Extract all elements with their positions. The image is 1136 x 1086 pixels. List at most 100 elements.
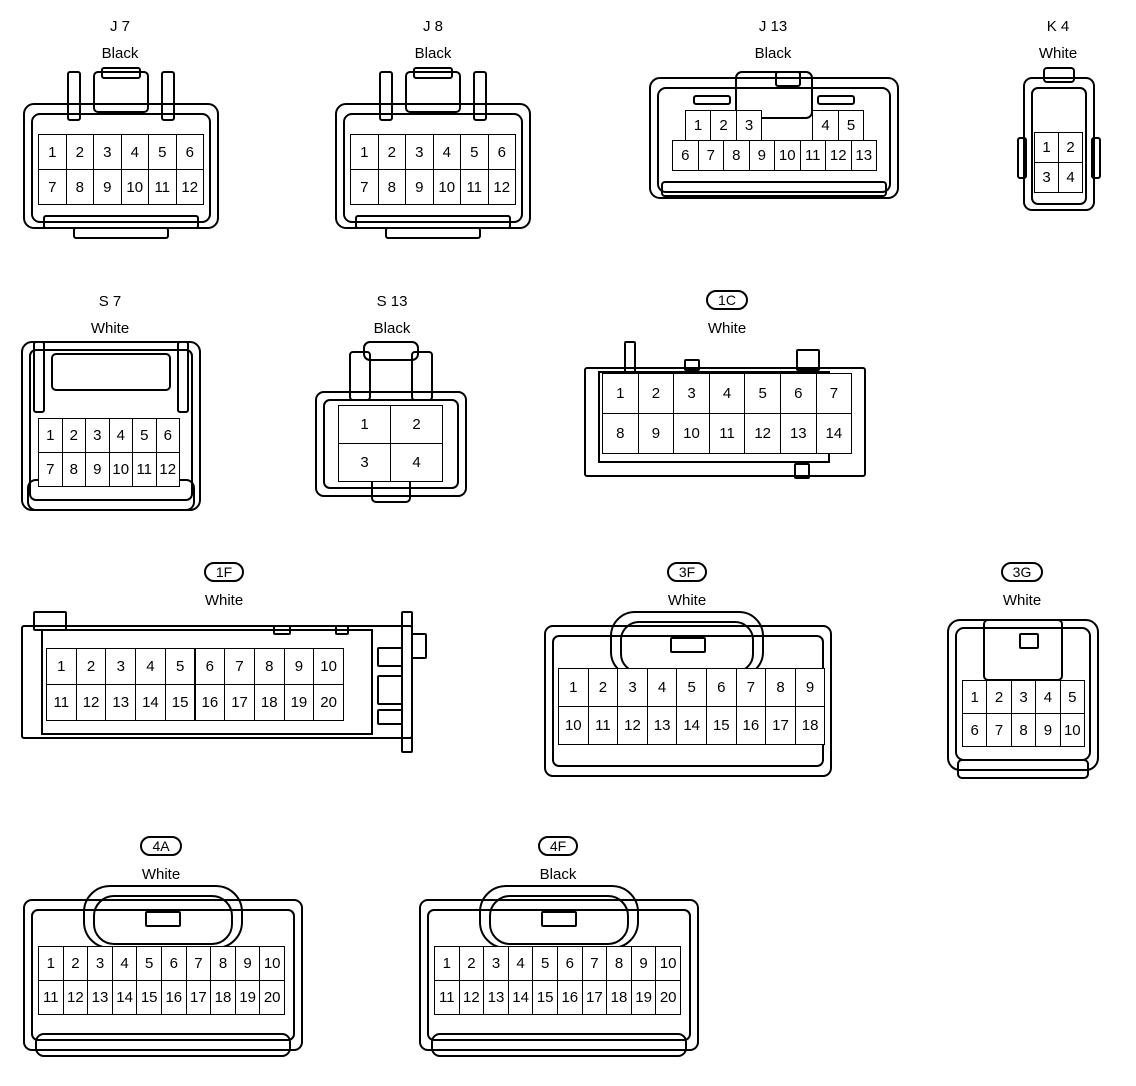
terminal-pin: 11 bbox=[148, 169, 177, 205]
terminal-pin: 3 bbox=[617, 668, 648, 707]
terminal-pin: 10 bbox=[313, 648, 344, 685]
terminal-pin: 2 bbox=[75, 648, 107, 685]
terminal-pin: 11 bbox=[799, 140, 826, 171]
terminal-pin: 12 bbox=[825, 140, 852, 171]
terminal-pin: 10 bbox=[120, 169, 149, 205]
terminal-pin: 9 bbox=[283, 648, 315, 685]
terminal-pin: 9 bbox=[1035, 713, 1061, 747]
terminal-pin: 15 bbox=[164, 684, 196, 721]
terminal-pin: 7 bbox=[350, 169, 379, 205]
terminal-pin: 18 bbox=[253, 684, 285, 721]
connector-color: Black bbox=[101, 45, 139, 62]
terminal-pin: 5 bbox=[148, 134, 177, 170]
terminal-pin: 16 bbox=[735, 706, 767, 745]
terminal-pin: 8 bbox=[61, 452, 86, 487]
connector-housing bbox=[21, 341, 201, 514]
terminal-pin: 4 bbox=[120, 134, 149, 170]
terminal-pin: 8 bbox=[377, 169, 406, 205]
connector-id: 1C bbox=[706, 290, 748, 310]
terminal-pin: 10 bbox=[259, 946, 285, 981]
terminal-pin: 7 bbox=[986, 713, 1012, 747]
terminal-pin: 6 bbox=[672, 140, 699, 171]
terminal-pin: 1 bbox=[684, 110, 712, 141]
terminal-pin: 4 bbox=[646, 668, 678, 707]
terminal-pin: 7 bbox=[697, 140, 724, 171]
terminal-pin: 14 bbox=[676, 706, 707, 745]
connector-housing bbox=[21, 611, 427, 753]
terminal-pin: 5 bbox=[837, 110, 865, 141]
terminal-pin: 9 bbox=[93, 169, 122, 205]
terminal-pin: 16 bbox=[557, 980, 583, 1015]
terminal-pin: 11 bbox=[460, 169, 489, 205]
terminal-pin: 7 bbox=[581, 946, 608, 981]
terminal-pin: 8 bbox=[602, 413, 639, 454]
connector-housing bbox=[335, 67, 531, 239]
connector-id: S 7 bbox=[98, 293, 122, 310]
connector-color: Black bbox=[539, 866, 577, 883]
terminal-pin: 12 bbox=[62, 980, 89, 1015]
terminal-pin: 6 bbox=[557, 946, 583, 981]
terminal-pin: 16 bbox=[194, 684, 226, 721]
terminal-pin: 4 bbox=[812, 110, 839, 141]
terminal-pin: 4 bbox=[108, 418, 133, 453]
terminal-pin: 3 bbox=[405, 134, 434, 170]
terminal-pin: 10 bbox=[673, 413, 710, 454]
terminal-pin: 3 bbox=[85, 418, 110, 453]
terminal-pin: 2 bbox=[637, 373, 675, 414]
terminal-pin: 10 bbox=[432, 169, 461, 205]
terminal-pin: 13 bbox=[850, 140, 877, 171]
terminal-pin: 13 bbox=[105, 684, 137, 721]
terminal-pin: 15 bbox=[532, 980, 558, 1015]
terminal-pin: 17 bbox=[581, 980, 608, 1015]
connector-color: Black bbox=[414, 45, 452, 62]
connector-id: 3G bbox=[1000, 562, 1044, 582]
terminal-pin: 9 bbox=[405, 169, 434, 205]
terminal-pin: 11 bbox=[132, 452, 157, 487]
terminal-pin: 20 bbox=[313, 684, 344, 721]
terminal-pin: 13 bbox=[87, 980, 113, 1015]
terminal-pin: 13 bbox=[780, 413, 817, 454]
terminal-pin: 11 bbox=[587, 706, 619, 745]
terminal-pin: 14 bbox=[111, 980, 138, 1015]
terminal-pin: 3 bbox=[673, 373, 710, 414]
terminal-pin: 14 bbox=[507, 980, 534, 1015]
connector-label: J 7 Black bbox=[80, 18, 160, 62]
connector-color: White bbox=[667, 592, 707, 609]
terminal-pin: 2 bbox=[61, 418, 86, 453]
terminal-pin: 10 bbox=[1059, 713, 1085, 747]
terminal-pin: 4 bbox=[1058, 162, 1083, 193]
terminal-pin: 11 bbox=[434, 980, 460, 1015]
terminal-pin: 7 bbox=[185, 946, 212, 981]
terminal-pin: 8 bbox=[606, 946, 632, 981]
terminal-pin: 7 bbox=[815, 373, 853, 414]
terminal-pin: 3 bbox=[338, 443, 391, 482]
terminal-pin: 9 bbox=[234, 946, 261, 981]
terminal-pin: 3 bbox=[93, 134, 122, 170]
terminal-pin: 11 bbox=[46, 684, 77, 721]
terminal-pin: 15 bbox=[706, 706, 737, 745]
terminal-pin: 7 bbox=[735, 668, 767, 707]
terminal-pin: 12 bbox=[487, 169, 516, 205]
terminal-pin: 8 bbox=[765, 668, 796, 707]
terminal-pin: 6 bbox=[706, 668, 737, 707]
connector-id: J 7 bbox=[109, 18, 130, 35]
terminal-pin: 2 bbox=[377, 134, 406, 170]
terminal-pin: 1 bbox=[350, 134, 379, 170]
terminal-pin: 4 bbox=[111, 946, 138, 981]
terminal-pin: 19 bbox=[630, 980, 657, 1015]
terminal-pin: 1 bbox=[38, 134, 67, 170]
terminal-pin: 1 bbox=[46, 648, 77, 685]
terminal-pin: 5 bbox=[136, 946, 162, 981]
terminal-pin: 3 bbox=[483, 946, 509, 981]
terminal-pin: 1 bbox=[602, 373, 639, 414]
terminal-pin: 2 bbox=[458, 946, 485, 981]
terminal-pin: 9 bbox=[630, 946, 657, 981]
terminal-pin: 6 bbox=[161, 946, 187, 981]
terminal-pin: 5 bbox=[532, 946, 558, 981]
terminal-pin: 7 bbox=[38, 452, 63, 487]
terminal-pin: 4 bbox=[708, 373, 746, 414]
